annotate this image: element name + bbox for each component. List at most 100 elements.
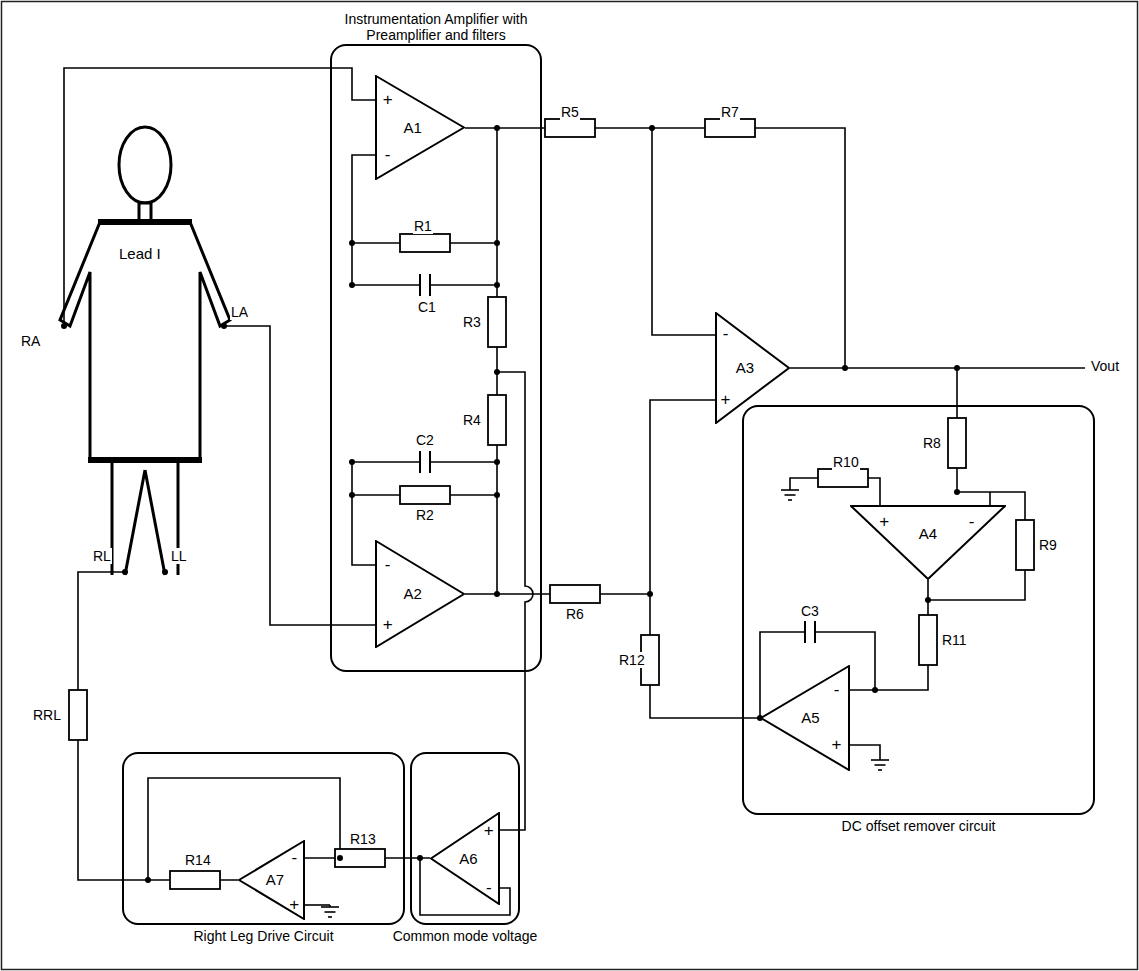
wire — [78, 572, 238, 880]
op-amp-outline — [850, 505, 1006, 580]
electrode-label: RL — [92, 548, 112, 564]
op-amp-outline — [376, 541, 464, 647]
ground-symbol — [788, 499, 792, 501]
input-polarity: - — [385, 147, 391, 163]
resistor-symbol — [488, 297, 506, 347]
block-heading: Common mode voltage — [380, 928, 550, 944]
resistor-symbol — [400, 486, 450, 504]
figure-waist — [88, 457, 202, 463]
capacitor-plate — [814, 621, 816, 643]
component-label: R2 — [415, 507, 435, 523]
op-amp-triangle: A5- + — [760, 665, 850, 771]
op-amp-outline — [239, 841, 304, 919]
circuit-block: Common mode voltageA6+- — [410, 752, 520, 925]
input-polarity: + — [383, 92, 393, 108]
input-polarity: + — [484, 823, 494, 839]
op-amp-outline — [761, 666, 849, 770]
wire — [352, 155, 375, 285]
wire — [224, 326, 375, 625]
ground-symbol — [871, 759, 889, 761]
component-label: R5 — [560, 104, 580, 120]
junction-dot — [954, 489, 960, 495]
op-amp-triangle: A3-+ — [715, 312, 790, 424]
input-polarity: - — [486, 880, 492, 896]
junction-dot — [337, 855, 343, 861]
block-heading: Instrumentation Amplifier with Preamplif… — [311, 11, 561, 43]
component-label: Vout — [1090, 358, 1120, 374]
electrode-label: Lead I — [118, 246, 162, 262]
junction-dot — [122, 569, 128, 575]
component-label: R14 — [184, 852, 212, 868]
wire — [497, 400, 715, 594]
resistor-symbol — [170, 871, 220, 889]
op-amp-name: A5 — [801, 710, 819, 726]
capacitor-plate — [804, 621, 806, 643]
op-amp-name: A3 — [736, 360, 754, 376]
ground-symbol — [785, 494, 796, 496]
junction-dot — [494, 459, 500, 465]
component-label: C1 — [417, 299, 437, 315]
input-polarity: - — [834, 682, 840, 698]
junction-dot — [494, 282, 500, 288]
capacitor-plate — [429, 451, 431, 473]
ground-symbol — [878, 769, 882, 771]
circuit-block: DC offset remover circuitA4+-A5-+ — [742, 405, 1095, 815]
electrode-label: LL — [170, 548, 188, 564]
junction-dot — [925, 597, 931, 603]
capacitor-plate — [429, 274, 431, 296]
resistor-symbol — [488, 395, 506, 445]
input-polarity: + — [832, 737, 842, 753]
input-polarity: + — [879, 514, 889, 530]
wire — [989, 492, 991, 505]
capacitor-gap — [420, 273, 430, 297]
wire — [352, 462, 375, 565]
junction-dot — [162, 569, 168, 575]
capacitor-gap — [805, 620, 815, 644]
resistor-symbol — [705, 119, 755, 137]
component-label: C3 — [800, 603, 820, 619]
op-amp-triangle: A6+- — [430, 812, 500, 905]
op-amp-outline — [431, 813, 499, 904]
component-label: C2 — [415, 432, 435, 448]
ground-symbol — [325, 911, 336, 913]
input-polarity: + — [289, 897, 299, 913]
junction-dot — [349, 492, 355, 498]
op-amp-triangle: A1 + - — [375, 75, 465, 180]
input-polarity: - — [969, 514, 975, 530]
junction-dot — [954, 365, 960, 371]
junction-dot — [649, 125, 655, 131]
resistor-symbol — [818, 469, 868, 487]
component-label: R4 — [462, 412, 482, 428]
op-amp-name: A4 — [919, 526, 937, 542]
resistor-symbol — [400, 234, 450, 252]
wire — [850, 745, 880, 760]
wire — [64, 68, 375, 326]
op-amp-name: A1 — [404, 120, 422, 136]
junction-dot — [494, 240, 500, 246]
junction-dot — [494, 369, 500, 375]
figure-legs — [112, 460, 178, 575]
electrode-label: RRL — [32, 707, 62, 723]
electrode-label: LA — [230, 304, 249, 320]
junction-dot — [221, 323, 227, 329]
capacitor-plate — [419, 274, 421, 296]
block-heading: Right Leg Drive Circuit — [144, 928, 384, 944]
junction-dot — [647, 591, 653, 597]
component-label: R1 — [413, 218, 433, 234]
component-label: R9 — [1038, 537, 1058, 553]
junction-dot — [145, 877, 151, 883]
resistor-symbol — [919, 615, 937, 665]
input-polarity: - — [291, 850, 297, 866]
junction-dot — [61, 323, 67, 329]
input-polarity: - — [723, 326, 729, 342]
op-amp-name: A2 — [404, 586, 422, 602]
junction-dot — [349, 282, 355, 288]
component-label: R13 — [349, 831, 377, 847]
input-polarity: + — [383, 617, 393, 633]
component-label: R6 — [565, 606, 585, 622]
capacitor-gap — [420, 450, 430, 474]
ground-symbol — [781, 489, 799, 491]
junction-dot — [842, 365, 848, 371]
block-heading: DC offset remover circuit — [769, 818, 1069, 834]
